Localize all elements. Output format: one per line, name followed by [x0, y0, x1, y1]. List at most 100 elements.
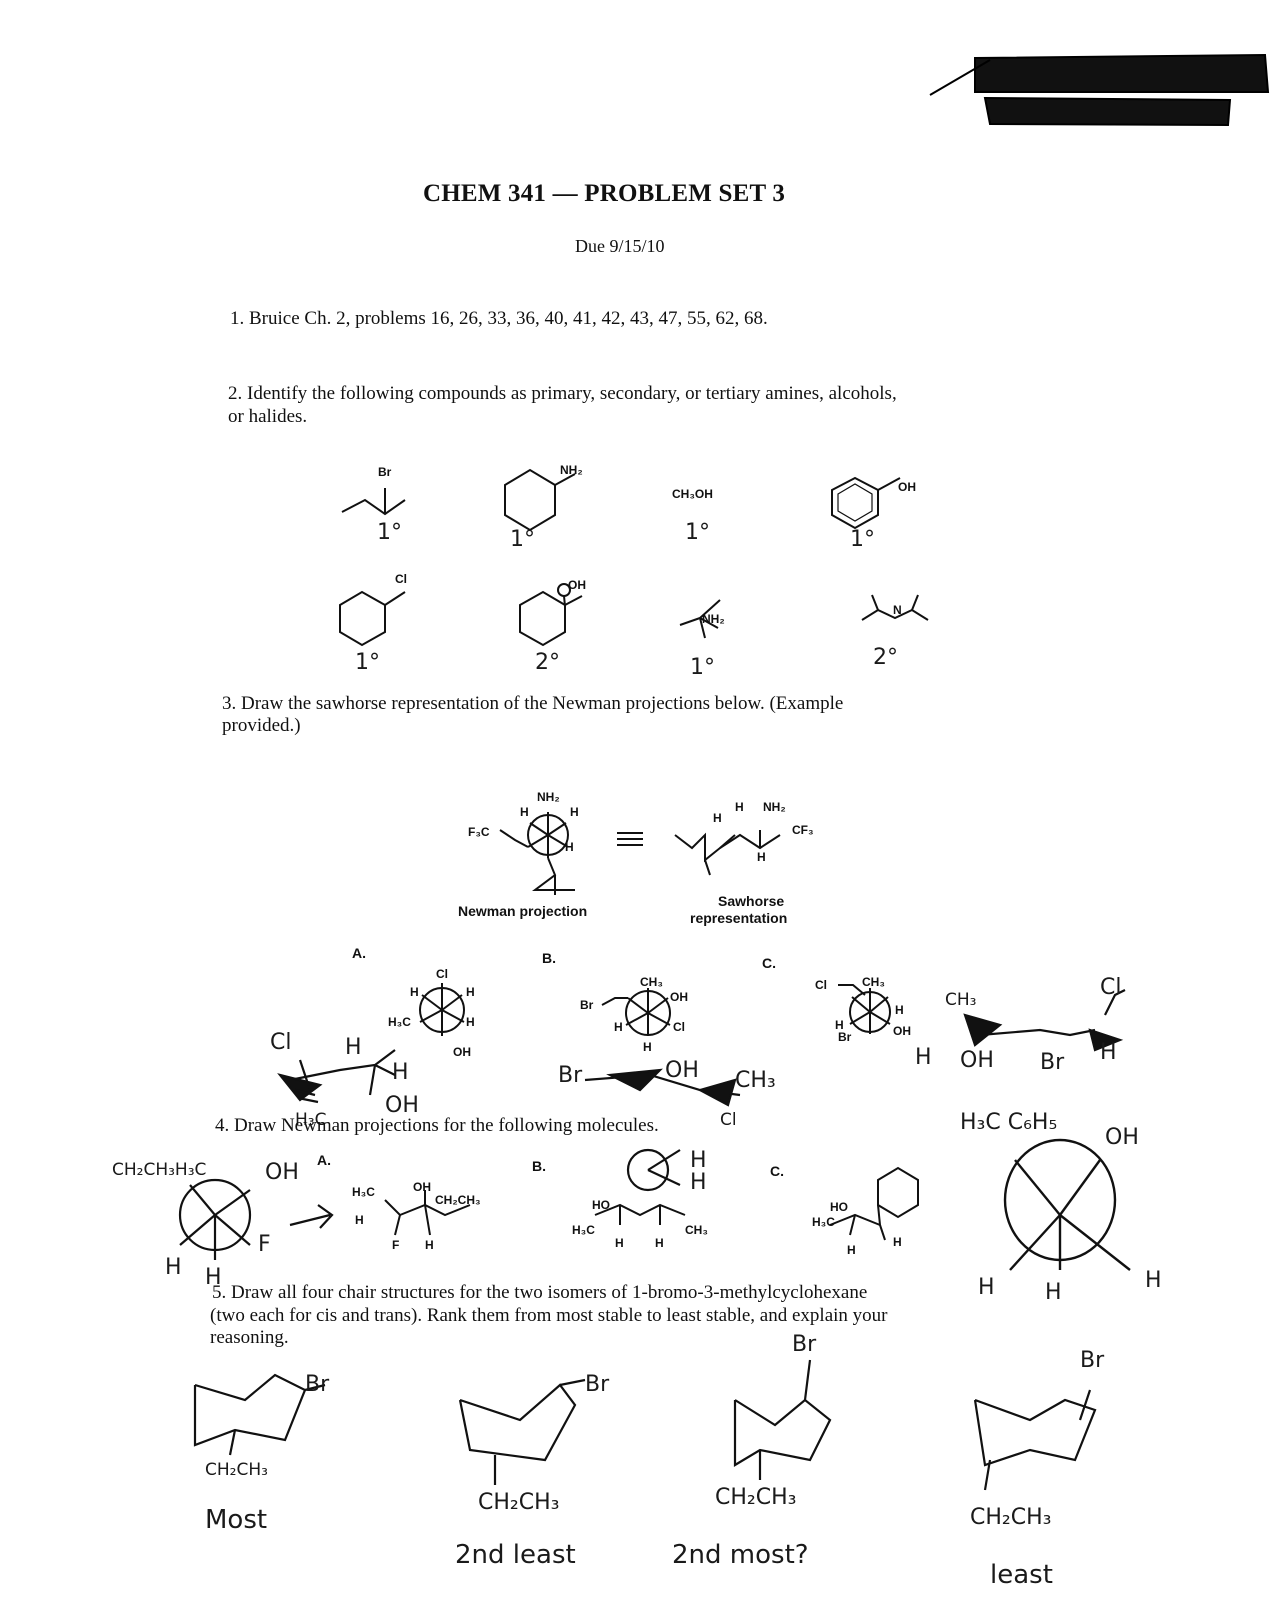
- compound-label: OH: [898, 480, 916, 494]
- handwritten-sawhorse-b: [584, 1068, 741, 1107]
- example-label: H: [757, 850, 766, 864]
- handwritten-label: H: [978, 1275, 995, 1300]
- chair-rank: least: [990, 1560, 1053, 1590]
- newman-label: H: [835, 1018, 844, 1032]
- handwritten-label: H: [915, 1045, 932, 1070]
- chair-rank: Most: [205, 1505, 268, 1535]
- chair-substituent: CH₂CH₃: [715, 1485, 797, 1510]
- structure-label: H: [847, 1243, 856, 1257]
- structure-label: H: [425, 1238, 434, 1252]
- part-label: B.: [532, 1158, 546, 1174]
- handwritten-label: CH₃: [945, 990, 977, 1010]
- chair-1: [193, 1373, 326, 1456]
- structure-label: CH₂CH₃: [435, 1193, 481, 1207]
- chair-substituent: Br: [1080, 1348, 1105, 1373]
- handwritten-sawhorse-a: [277, 1049, 396, 1104]
- handwritten-answer: 1°: [510, 527, 535, 552]
- handwritten-label: CH₂CH₃H₃C: [112, 1160, 207, 1180]
- question-1: 1. Bruice Ch. 2, problems 16, 26, 33, 36…: [230, 308, 768, 329]
- example-label: F₃C: [468, 825, 490, 839]
- chair-substituent: CH₂CH₃: [970, 1505, 1052, 1530]
- handwritten-label: H₃C: [295, 1110, 327, 1130]
- cyclohexanol: [519, 590, 566, 647]
- handwritten-label: Br: [558, 1063, 583, 1088]
- example-label: H: [565, 840, 574, 854]
- handwritten-answer: 2°: [535, 650, 560, 675]
- compound-label: NH₂: [702, 612, 725, 626]
- newman-label: Cl: [815, 978, 827, 992]
- handwritten-label: CH₃: [735, 1068, 776, 1093]
- handwritten-label: H: [205, 1265, 222, 1290]
- newman-label: CH₃: [862, 975, 885, 989]
- sawhorse-caption-2: representation: [690, 910, 788, 926]
- tert-butylamine: [679, 599, 721, 639]
- part-label: A.: [352, 945, 366, 961]
- page-title: CHEM 341 — PROBLEM SET 3: [423, 180, 786, 207]
- question-4: 4. Draw Newman projections for the follo…: [215, 1115, 659, 1136]
- phenyl-ring: [877, 1166, 919, 1219]
- newman-label: H: [466, 985, 475, 999]
- newman-label: H: [466, 1015, 475, 1029]
- question-5-line2: (two each for cis and trans). Rank them …: [210, 1305, 888, 1326]
- newman-caption: Newman projection: [458, 903, 588, 919]
- handwritten-label: OH: [385, 1093, 419, 1118]
- compound-label: Cl: [395, 572, 407, 586]
- chair-rank: 2nd least: [455, 1540, 576, 1570]
- question-3-line1: 3. Draw the sawhorse representation of t…: [222, 693, 844, 714]
- part-label: C.: [762, 955, 776, 971]
- example-label: CF₃: [792, 823, 814, 837]
- structure-label: H₃C: [812, 1215, 835, 1229]
- handwritten-label: H: [690, 1170, 707, 1195]
- newman-label: Br: [838, 1030, 852, 1044]
- handwritten-label: OH: [665, 1058, 699, 1083]
- example-label: NH₂: [763, 800, 786, 814]
- handwritten-label: OH: [960, 1048, 994, 1073]
- compound-label: OH: [568, 578, 586, 592]
- handwritten-label: Cl: [270, 1030, 292, 1055]
- due-date: Due 9/15/10: [575, 236, 665, 256]
- newman-label: Cl: [436, 967, 448, 981]
- cyclohexane-chloride: [339, 590, 386, 647]
- newman-label: H: [643, 1040, 652, 1054]
- chair-substituent: CH₂CH₃: [205, 1460, 268, 1480]
- handwritten-label: H: [690, 1148, 707, 1173]
- bromobutane: [341, 498, 406, 516]
- handwritten-label: Br: [1040, 1050, 1065, 1075]
- structure-label: H₃C: [352, 1185, 375, 1199]
- chair-substituent: Br: [305, 1372, 330, 1397]
- structure-label: CH₃: [685, 1223, 708, 1237]
- newman-label: H₃C: [388, 1015, 411, 1029]
- structure-label: H: [893, 1235, 902, 1249]
- question-3-line2: provided.): [222, 715, 301, 736]
- structure-label: HO: [592, 1198, 610, 1212]
- chair-4: [973, 1389, 1097, 1491]
- cyclohexane-amine: [504, 468, 556, 532]
- example-label: H: [713, 811, 722, 825]
- structure-label: H: [355, 1213, 364, 1227]
- question-2-line2: or halides.: [228, 406, 308, 427]
- handwritten-answer: 1°: [377, 520, 402, 545]
- handwritten-label: OH: [1105, 1125, 1139, 1150]
- chair-rank: 2nd most?: [672, 1540, 809, 1570]
- handwritten-label: F: [258, 1232, 271, 1257]
- example-label: H: [735, 800, 744, 814]
- handwritten-label: Cl: [720, 1110, 737, 1130]
- chair-substituent: Br: [585, 1372, 610, 1397]
- example-label: H: [570, 805, 579, 819]
- handwritten-label: OH: [265, 1160, 299, 1185]
- newman-label: H: [614, 1020, 623, 1034]
- handwritten-label: H: [1100, 1040, 1117, 1065]
- part-label: C.: [770, 1163, 784, 1179]
- handwritten-label: Cl: [1100, 975, 1122, 1000]
- chair-substituent: Br: [792, 1332, 817, 1357]
- structure-label: OH: [413, 1180, 431, 1194]
- newman-label: CH₃: [640, 975, 663, 989]
- compound-label: NH₂: [560, 463, 583, 477]
- newman-label: Br: [580, 998, 594, 1012]
- structure-label: H₃C: [572, 1223, 595, 1237]
- handwritten-label: H: [392, 1060, 409, 1085]
- part-label: A.: [317, 1152, 331, 1168]
- sawhorse-caption-1: Sawhorse: [718, 893, 785, 909]
- compound-label: CH₃OH: [672, 487, 713, 501]
